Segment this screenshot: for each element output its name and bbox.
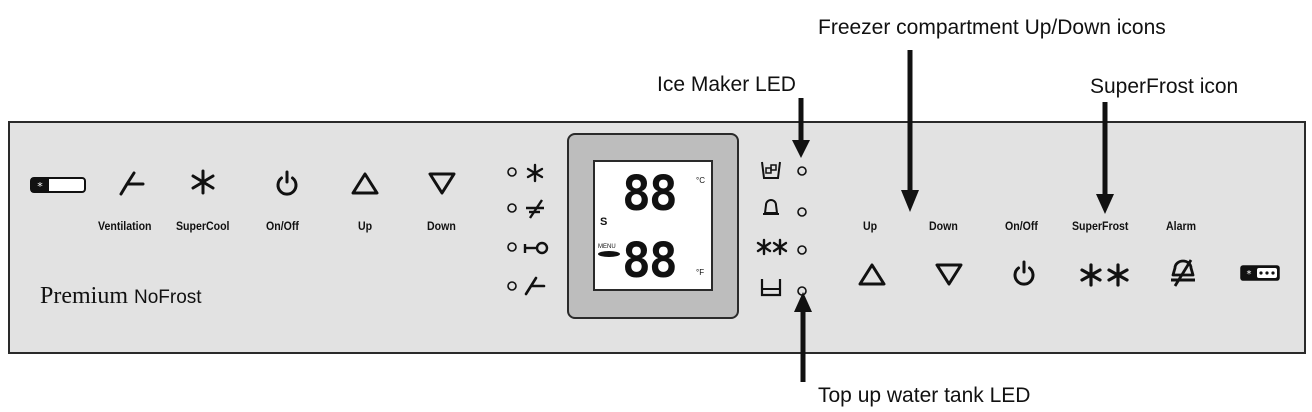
svg-text:*: * bbox=[1247, 269, 1252, 280]
callout-ice-maker-led: Ice Maker LED bbox=[657, 73, 796, 96]
superfrost-small-icon bbox=[756, 238, 788, 256]
supercool-label: SuperCool bbox=[176, 221, 230, 233]
display-menu-indicator: MENU bbox=[598, 244, 616, 250]
brand-text: Premium NoFrost bbox=[40, 283, 202, 310]
superfrost-off-icon bbox=[526, 199, 544, 219]
right-battery-indicator-icon: * bbox=[1240, 265, 1280, 281]
up-triangle-icon[interactable] bbox=[351, 171, 379, 195]
brand-name: Premium bbox=[40, 283, 128, 309]
ventilation-icon[interactable] bbox=[118, 170, 146, 196]
callout-water-tank-led: Top up water tank LED bbox=[818, 384, 1031, 407]
freezer-up-triangle-icon[interactable] bbox=[858, 262, 886, 286]
display-top-digits: 88 bbox=[622, 166, 678, 222]
freezer-down-triangle-icon[interactable] bbox=[935, 262, 963, 286]
alarm-off-icon[interactable] bbox=[1170, 258, 1196, 288]
ice-maker-icon bbox=[761, 161, 781, 179]
battery-indicator-icon: * bbox=[30, 177, 86, 193]
freezer-power-icon[interactable] bbox=[1012, 260, 1036, 286]
brand-sub: NoFrost bbox=[134, 287, 202, 308]
alarm-bell-icon bbox=[763, 199, 779, 215]
right-alarm-label: Alarm bbox=[1166, 221, 1197, 233]
svg-text:*: * bbox=[37, 180, 43, 193]
right-onoff-label: On/Off bbox=[1005, 221, 1038, 233]
temperature-display bbox=[593, 160, 713, 291]
right-up-label: Up bbox=[863, 221, 878, 233]
ventilation-label: Ventilation bbox=[98, 221, 152, 233]
unit-fahrenheit: °F bbox=[696, 268, 705, 277]
up-label: Up bbox=[358, 221, 373, 233]
water-tank-icon bbox=[760, 279, 782, 297]
down-label: Down bbox=[427, 221, 456, 233]
right-down-label: Down bbox=[929, 221, 958, 233]
left-led-column bbox=[507, 167, 517, 291]
snowflake-icon bbox=[526, 163, 544, 183]
right-superfrost-label: SuperFrost bbox=[1072, 221, 1129, 233]
down-triangle-icon[interactable] bbox=[428, 171, 456, 195]
unit-celsius: °C bbox=[696, 176, 705, 185]
menu-bar-icon bbox=[598, 251, 620, 257]
callout-superfrost-icon: SuperFrost icon bbox=[1090, 75, 1239, 98]
onoff-label: On/Off bbox=[266, 221, 299, 233]
key-icon bbox=[523, 241, 549, 255]
power-icon[interactable] bbox=[275, 170, 299, 196]
right-led-column bbox=[797, 166, 807, 296]
display-s-indicator: S bbox=[600, 216, 608, 228]
callout-freezer-updown: Freezer compartment Up/Down icons bbox=[818, 16, 1166, 39]
supercool-icon[interactable] bbox=[190, 169, 216, 195]
display-bottom-digits: 88 bbox=[622, 233, 678, 289]
ventilation-small-icon bbox=[524, 276, 546, 296]
superfrost-button-icon[interactable] bbox=[1078, 262, 1134, 288]
